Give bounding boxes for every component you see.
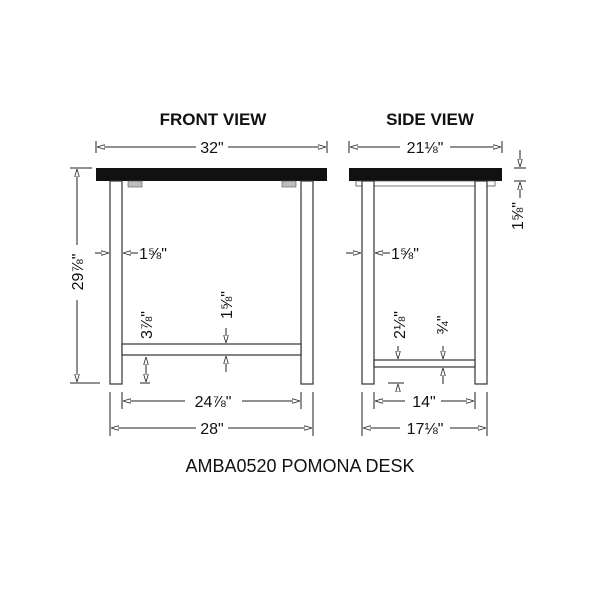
- front-desktop: [96, 168, 327, 181]
- side-top-depth-dim: 21⅛": [407, 140, 444, 157]
- side-stretcher-clearance-dim: 2⅛": [392, 311, 409, 339]
- side-desktop: [349, 168, 502, 181]
- drawing-caption: AMBA0520 POMONA DESK: [185, 456, 414, 476]
- front-view: FRONT VIEW 32" 29⅞" 1⅝" 3⅞" 1⅝" 24⅞: [70, 110, 328, 438]
- front-apron-block-right: [281, 180, 297, 188]
- front-leg-left: [109, 180, 123, 385]
- side-apron: [355, 180, 496, 187]
- front-inner-width-dim: 24⅞": [195, 394, 232, 411]
- front-stretcher-height-dim: 1⅝": [219, 291, 236, 319]
- front-leg-width-dim: 1⅝": [139, 246, 167, 263]
- side-leg-right: [474, 180, 488, 385]
- side-leg-left: [361, 180, 375, 385]
- front-top-width-dim: 32": [200, 140, 223, 157]
- side-stretcher: [373, 359, 476, 368]
- front-outer-width-dim: 28": [200, 421, 223, 438]
- side-inner-depth-dim: 14": [412, 394, 435, 411]
- front-stretcher-clearance-dim: 3⅞": [139, 311, 156, 339]
- side-outer-depth-dim: 17⅛": [407, 421, 444, 438]
- side-leg-width-dim: 1⅝": [391, 246, 419, 263]
- side-top-thickness-dim: 1⅝": [510, 202, 527, 230]
- front-height-dim: 29⅞": [70, 254, 87, 291]
- front-leg-right: [300, 180, 314, 385]
- front-view-heading: FRONT VIEW: [160, 110, 268, 129]
- side-stretcher-height-dim: ¾": [435, 315, 452, 334]
- front-stretcher: [121, 343, 302, 356]
- side-view-heading: SIDE VIEW: [386, 110, 475, 129]
- front-apron-block-left: [127, 180, 143, 188]
- side-view: SIDE VIEW 21⅛" 1⅝" 1⅝" 2⅛" ¾" 14": [346, 110, 527, 438]
